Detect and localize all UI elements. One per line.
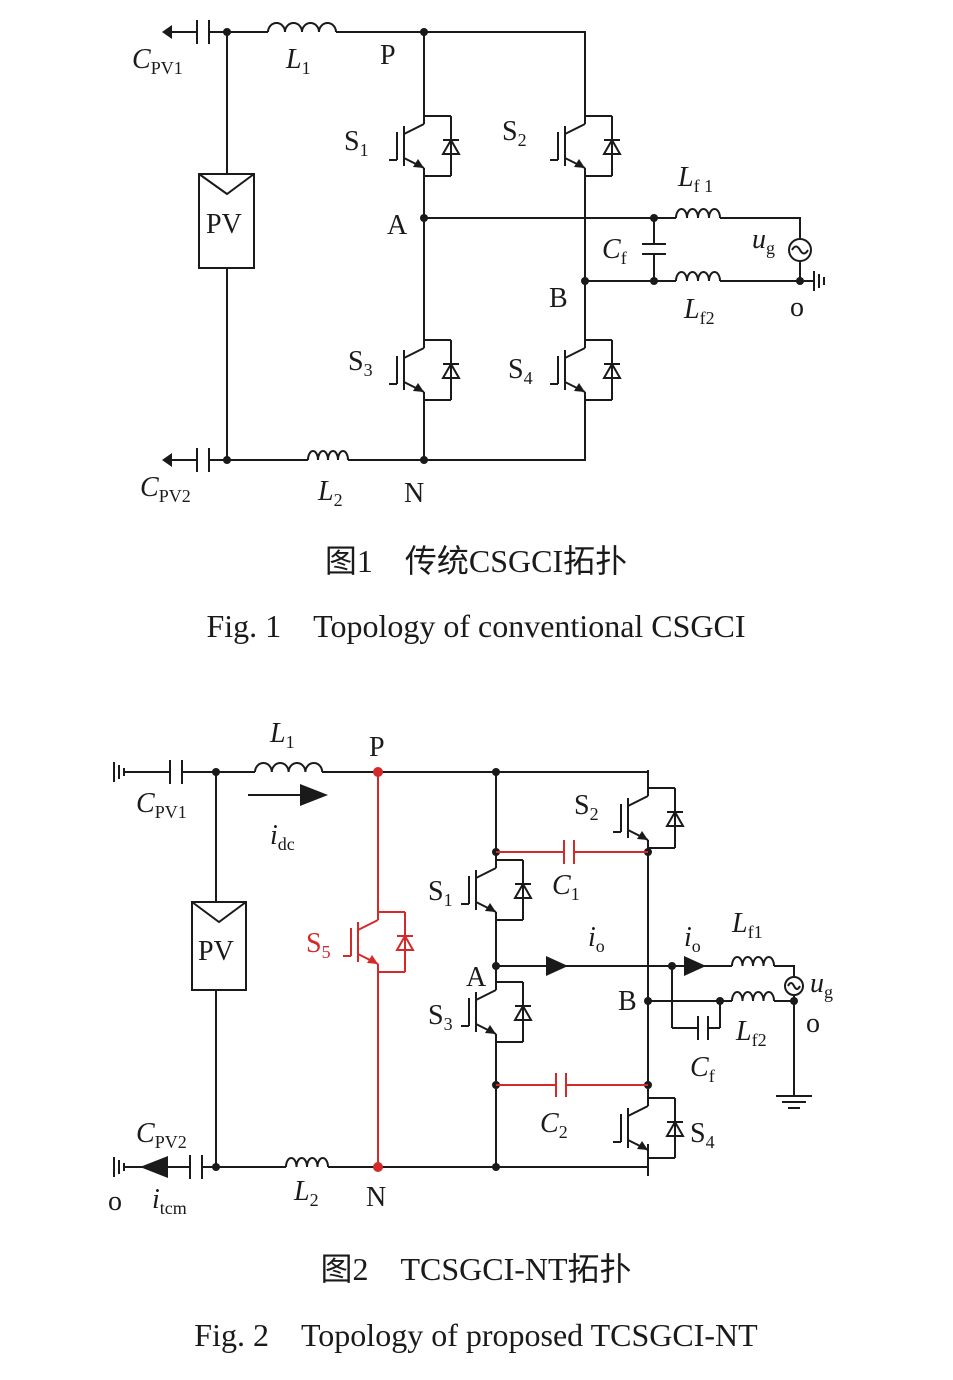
fig2-label-s4: S4 bbox=[690, 1118, 715, 1152]
fig2-ground-left-bottom bbox=[113, 1157, 125, 1177]
fig1-cpv1-capacitor bbox=[162, 20, 210, 44]
fig1-label-s3: S3 bbox=[348, 346, 373, 380]
fig1-s1-switch bbox=[388, 97, 460, 195]
fig1-grid-source bbox=[788, 238, 812, 262]
fig2-l1-inductor bbox=[254, 762, 324, 773]
fig2-lf1-inductor bbox=[731, 956, 775, 967]
fig1-l2-inductor bbox=[307, 450, 349, 461]
fig2-label-cpv1: CPV1 bbox=[136, 788, 187, 822]
fig2-caption-en: Fig. 2 Topology of proposed TCSGCI-NT bbox=[194, 1317, 758, 1353]
fig2-label-l1: L1 bbox=[269, 718, 295, 752]
fig2-s5-switch bbox=[342, 893, 414, 991]
fig2-label-s1: S1 bbox=[428, 876, 453, 910]
fig1-label-cpv2: CPV2 bbox=[140, 472, 191, 506]
fig1-top-wire bbox=[172, 31, 586, 98]
fig1-label-n: N bbox=[404, 478, 424, 509]
fig1-circuit bbox=[162, 20, 825, 472]
fig2-label-b: B bbox=[618, 986, 637, 1017]
fig2-label-itcm: itcm bbox=[152, 1184, 187, 1218]
fig1-cf-capacitor bbox=[642, 218, 666, 281]
fig2-cpv2-capacitor bbox=[189, 1155, 203, 1179]
fig1-label-o: o bbox=[790, 292, 804, 323]
fig1-ground-symbol bbox=[800, 271, 825, 291]
fig1-label-cf: Cf bbox=[602, 234, 627, 268]
fig1-label-lf1: Lf 1 bbox=[677, 162, 713, 196]
fig2-s1-switch bbox=[460, 841, 532, 939]
fig2-label-pv: PV bbox=[198, 936, 234, 967]
fig2-label-cpv2: CPV2 bbox=[136, 1118, 187, 1152]
fig2-label-s2: S2 bbox=[574, 790, 599, 824]
fig1-label-s4: S4 bbox=[508, 354, 533, 388]
fig2-top-wire bbox=[124, 771, 649, 788]
fig1-label-a: A bbox=[387, 210, 408, 241]
fig1-lf2-inductor bbox=[675, 271, 721, 282]
fig1-label-ug: ug bbox=[752, 224, 775, 258]
fig1-s3-switch bbox=[388, 321, 460, 419]
fig1-bottom-wire bbox=[172, 394, 586, 461]
fig2-cf-capacitor bbox=[671, 966, 721, 1040]
fig2-label-l2: L2 bbox=[293, 1176, 319, 1210]
fig1-caption-en: Fig. 1 Topology of conventional CSGCI bbox=[206, 608, 745, 644]
fig2-label-s3: S3 bbox=[428, 1000, 453, 1034]
fig2-s4-switch bbox=[612, 1079, 684, 1177]
fig2-ground-left-top bbox=[113, 762, 125, 782]
fig1-label-cpv1: CPV1 bbox=[132, 44, 183, 78]
fig2-s5-branch bbox=[342, 767, 414, 1172]
fig1-caption-cn: 图1 传统CSGCI拓扑 bbox=[325, 543, 627, 579]
fig1-label-b: B bbox=[549, 283, 568, 314]
fig1-label-p: P bbox=[380, 40, 396, 71]
fig1-label-l1: L1 bbox=[285, 44, 311, 78]
fig1-label-l2: L2 bbox=[317, 476, 343, 510]
fig2-l2-inductor bbox=[285, 1157, 329, 1168]
fig1-l1-inductor bbox=[267, 22, 337, 33]
fig1-a-output-wire bbox=[424, 217, 801, 238]
fig2-c2-capacitor bbox=[496, 1073, 648, 1097]
fig2-label-idc: idc bbox=[270, 820, 295, 854]
fig2-label-io1: io bbox=[588, 922, 605, 956]
fig2-cpv1-capacitor bbox=[169, 760, 183, 784]
fig2-label-c1: C1 bbox=[552, 870, 580, 904]
fig1-label-s2: S2 bbox=[502, 116, 527, 150]
fig2-a-output-wire bbox=[496, 965, 795, 976]
fig2-io-arrow-1 bbox=[546, 956, 568, 976]
fig2-label-n: N bbox=[366, 1182, 386, 1213]
fig2-itcm-arrow bbox=[140, 1156, 168, 1178]
fig2-label-o-right: o bbox=[806, 1008, 820, 1039]
fig1-label-s1: S1 bbox=[344, 126, 369, 160]
fig1-label-pv: PV bbox=[206, 209, 242, 240]
fig2-idc-arrow bbox=[248, 784, 328, 806]
fig2-circuit bbox=[113, 760, 812, 1179]
fig2-label-o-left: o bbox=[108, 1186, 122, 1217]
fig1-s4-switch bbox=[549, 321, 621, 419]
fig1-pv-panel bbox=[198, 173, 255, 269]
fig2-io-arrow-2 bbox=[684, 956, 706, 976]
fig1-lf1-inductor bbox=[675, 208, 721, 219]
fig2-label-a: A bbox=[466, 962, 487, 993]
fig2-label-lf2: Lf2 bbox=[735, 1016, 767, 1050]
fig1-cpv2-capacitor bbox=[162, 448, 210, 472]
fig2-label-p: P bbox=[369, 732, 385, 763]
fig1-label-lf2: Lf2 bbox=[683, 294, 715, 328]
fig2-label-io2: io bbox=[684, 922, 701, 956]
fig2-label-s5: S5 bbox=[306, 928, 331, 962]
fig2-grid-source bbox=[784, 976, 804, 996]
fig2-label-c2: C2 bbox=[540, 1108, 568, 1142]
fig2-label-lf1: Lf1 bbox=[731, 908, 763, 942]
fig2-caption-cn: 图2 TCSGCI-NT拓扑 bbox=[320, 1251, 631, 1287]
fig1-s2-switch bbox=[549, 97, 621, 195]
fig2-ground-right bbox=[776, 1001, 812, 1109]
fig2-lf2-inductor bbox=[731, 991, 775, 1002]
fig2-pv-panel bbox=[191, 901, 247, 991]
fig2-label-cf: Cf bbox=[690, 1052, 715, 1086]
fig2-c1-capacitor bbox=[496, 840, 648, 864]
fig2-label-ug: ug bbox=[810, 968, 833, 1002]
